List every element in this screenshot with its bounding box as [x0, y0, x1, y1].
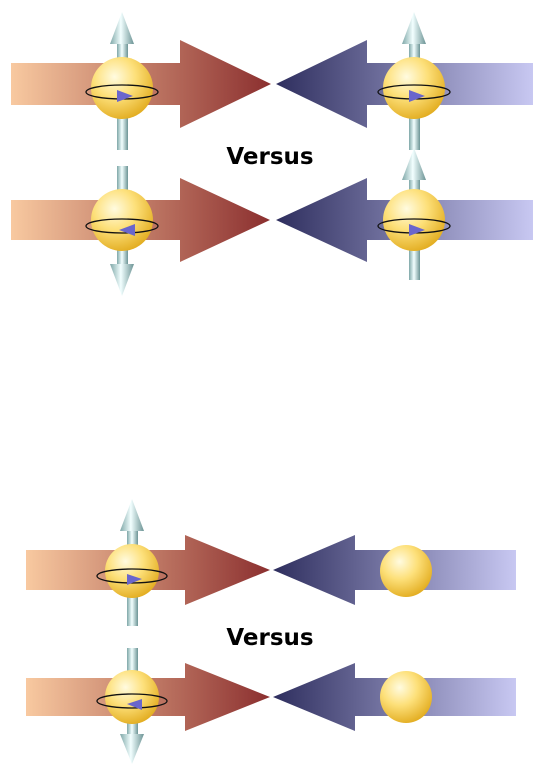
proton-sphere: [105, 544, 159, 598]
collision-row-1: [26, 499, 516, 626]
right-proton-unpolarized: [380, 671, 432, 723]
left-proton: [85, 166, 159, 296]
right-proton: [377, 12, 451, 150]
rotation-ring: [85, 218, 159, 234]
proton-sphere: [91, 57, 153, 119]
rotation-arrow-left-icon: [119, 224, 135, 236]
arrow-down-icon: [120, 734, 144, 764]
versus-label: Versus: [226, 625, 313, 651]
right-proton-unpolarized: [380, 545, 432, 597]
collision-row-1: [11, 12, 533, 150]
left-proton: [85, 12, 159, 150]
proton-sphere: [380, 545, 432, 597]
arrow-up-icon: [402, 12, 426, 44]
proton-sphere: [105, 670, 159, 724]
proton-sphere: [91, 189, 153, 251]
collision-row-2: [11, 148, 533, 296]
rotation-arrow-right-icon: [409, 90, 425, 102]
left-proton: [96, 648, 168, 764]
proton-sphere: [383, 57, 445, 119]
panel-polarized-vs-polarized: Versus: [11, 12, 533, 296]
right-proton: [377, 148, 451, 280]
arrow-up-icon: [120, 499, 144, 531]
versus-label: Versus: [226, 144, 313, 170]
arrow-up-icon: [402, 148, 426, 180]
rotation-arrow-right-icon: [117, 90, 133, 102]
proton-sphere: [380, 671, 432, 723]
rotation-arrow-right-icon: [409, 224, 425, 236]
panel-polarized-vs-unpolarized: Versus: [26, 499, 516, 764]
proton-sphere: [383, 189, 445, 251]
rotation-arrow-right-icon: [127, 574, 142, 585]
arrow-down-icon: [110, 264, 134, 296]
arrow-up-icon: [110, 12, 134, 44]
collision-row-2: [26, 648, 516, 764]
left-proton: [96, 499, 168, 626]
rotation-ring: [96, 693, 168, 709]
rotation-arrow-left-icon: [127, 699, 142, 710]
